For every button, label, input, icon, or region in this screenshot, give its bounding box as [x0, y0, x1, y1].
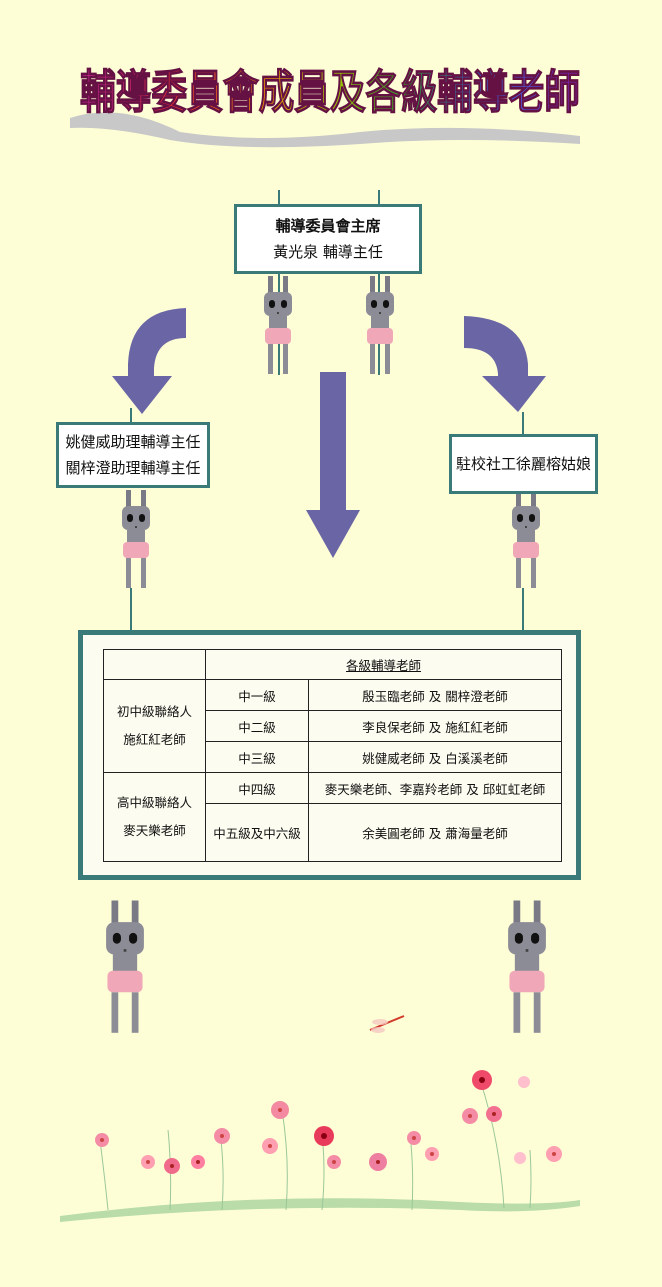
teachers-cell: 殷玉臨老師 及 關梓澄老師: [308, 679, 562, 711]
chair-pole-left: [278, 190, 280, 375]
chair-title: 輔導委員會主席: [275, 217, 381, 235]
arrow-right-curved: [464, 316, 546, 412]
table-corner: [103, 649, 206, 680]
page-title: 輔導委員會成員及各級輔導老師: [70, 64, 581, 148]
assistants-pole-top: [130, 408, 132, 424]
grade-cell: 中三級: [205, 741, 309, 773]
teachers-cell: 余美圓老師 及 蕭海量老師: [308, 803, 562, 862]
junior-contact-name: 施紅紅老師: [123, 732, 186, 747]
table-header: 各級輔導老師: [205, 649, 562, 680]
chair-sign: 輔導委員會主席 黃光泉 輔導主任: [234, 204, 422, 274]
chair-name: 黃光泉 輔導主任: [273, 243, 383, 261]
bunny-assistants: [116, 490, 156, 590]
assistant-1: 姚健威助理輔導主任: [65, 433, 201, 451]
teachers-cell: 李良保老師 及 施紅紅老師: [308, 710, 562, 742]
grade-cell: 中一級: [205, 679, 309, 711]
bunny-grid-right: [500, 876, 554, 1060]
flower-icon: [95, 1070, 562, 1174]
social-worker-pole-top: [522, 412, 524, 436]
title-shadow: [70, 112, 580, 148]
senior-contact-cell: 高中級聯絡人 麥天樂老師: [103, 772, 206, 862]
teachers-sign: 各級輔導老師 初中級聯絡人 施紅紅老師 中一級 殷玉臨老師 及 關梓澄老師 中二…: [78, 630, 581, 880]
social-worker-name: 駐校社工徐麗榕姑娘: [455, 455, 591, 473]
assistants-pole-bottom: [130, 588, 132, 632]
assistant-2: 關梓澄助理輔導主任: [65, 459, 201, 477]
flower-field: [60, 1070, 580, 1222]
junior-contact-cell: 初中級聯絡人 施紅紅老師: [103, 679, 206, 773]
teachers-cell: 姚健威老師 及 白溪溪老師: [308, 741, 562, 773]
junior-contact-role: 初中級聯絡人: [116, 704, 192, 719]
title-text: 輔導委員會成員及各級輔導老師: [80, 65, 580, 119]
social-worker-pole-bottom: [522, 588, 524, 632]
teachers-table: 各級輔導老師 初中級聯絡人 施紅紅老師 中一級 殷玉臨老師 及 關梓澄老師 中二…: [103, 649, 562, 862]
grass-swoosh: [60, 1198, 580, 1222]
senior-contact-name: 麥天樂老師: [123, 823, 186, 838]
bunny-grid-left: [98, 876, 152, 1060]
bunny-social-worker: [506, 490, 546, 590]
assistants-sign: 姚健威助理輔導主任 關梓澄助理輔導主任: [56, 422, 210, 488]
grade-cell: 中四級: [205, 772, 309, 804]
arrow-down: [306, 372, 360, 558]
arrow-left-curved: [112, 308, 186, 414]
dragonfly-icon: [369, 1015, 405, 1033]
grade-cell: 中五級及中六級: [205, 803, 309, 862]
chair-pole-right: [378, 190, 380, 375]
grade-cell: 中二級: [205, 710, 309, 742]
senior-contact-role: 高中級聯絡人: [116, 795, 192, 810]
bunny-chair-right: [360, 276, 400, 376]
social-worker-sign: 駐校社工徐麗榕姑娘: [449, 434, 598, 494]
bunny-chair-left: [258, 276, 298, 376]
teachers-cell: 麥天樂老師、李嘉羚老師 及 邱虹虹老師: [308, 772, 562, 804]
